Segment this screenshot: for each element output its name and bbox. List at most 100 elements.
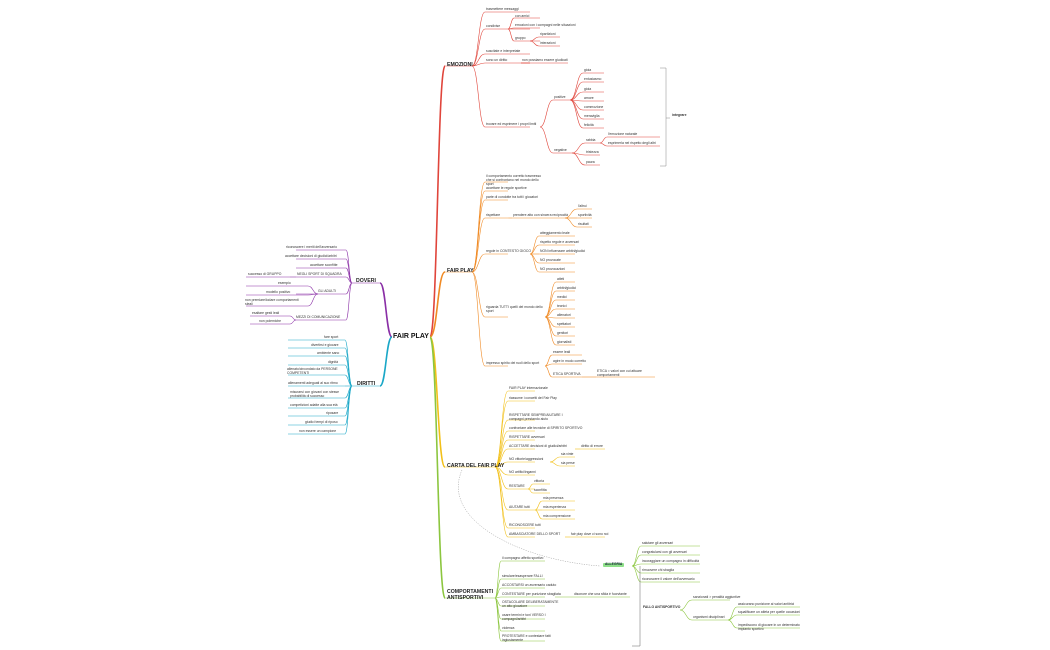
node[interactable]: riguarda TUTTI quelli del mondo dello sp… bbox=[486, 305, 543, 313]
node[interactable]: commozione bbox=[584, 105, 604, 109]
node[interactable]: entusiasmo bbox=[584, 77, 602, 81]
node[interactable]: assicurano punizione ai valori antitrici bbox=[738, 602, 795, 606]
node[interactable]: giornalisti bbox=[557, 340, 572, 344]
node[interactable]: NEGLI SPORT DI SQUADRA bbox=[297, 272, 342, 276]
node[interactable]: MEZZI DI COMUNICAZIONE bbox=[296, 315, 341, 319]
node[interactable]: gruppo bbox=[515, 36, 526, 40]
node[interactable]: agire in modo corretto bbox=[553, 359, 586, 363]
node[interactable]: interazioni bbox=[540, 41, 556, 45]
node[interactable]: accettare sconfitte bbox=[310, 263, 338, 267]
node[interactable]: NO provocazioni bbox=[540, 267, 566, 271]
node[interactable]: allenato/circondato da PERSONE COMPETENT… bbox=[287, 367, 338, 375]
node[interactable]: sanzionati > penalità aggiuntive bbox=[693, 595, 741, 599]
node[interactable]: AMBASCIATORE DELLO SPORT bbox=[509, 532, 561, 536]
node[interactable]: allenatori bbox=[557, 313, 571, 317]
node[interactable]: ripartizioni bbox=[540, 32, 556, 36]
node[interactable]: emozioni con i compagni nelle situazioni bbox=[515, 23, 576, 27]
root-node[interactable]: FAIR PLAY bbox=[393, 333, 429, 340]
node[interactable]: con amici bbox=[515, 14, 530, 18]
node[interactable]: non premiare/lodare comportamenti sleali bbox=[245, 298, 299, 306]
node[interactable]: modello positivo bbox=[266, 290, 291, 294]
node[interactable]: mia esperienza bbox=[543, 505, 566, 509]
node[interactable]: ACCETTARE decisioni di giudici/arbitri bbox=[509, 444, 567, 448]
node[interactable]: genitori bbox=[557, 331, 569, 335]
node[interactable]: FAIR PLAY internazionale bbox=[509, 386, 548, 390]
node[interactable]: sconfitta bbox=[534, 488, 547, 492]
allegria-node[interactable]: ALLEGRIA bbox=[603, 562, 625, 567]
node[interactable]: riconoscere il valore dell'avversario bbox=[642, 577, 695, 581]
node[interactable]: mia comprensione bbox=[543, 514, 571, 518]
node[interactable]: fair play dove ci sono noi bbox=[571, 532, 609, 536]
node[interactable]: simulare/esasperare FALLI bbox=[502, 574, 543, 578]
node[interactable]: NO artifici/inganni bbox=[509, 470, 536, 474]
node[interactable]: positive bbox=[554, 95, 566, 99]
node[interactable]: dignità bbox=[328, 360, 338, 364]
node[interactable]: riposare bbox=[326, 411, 339, 415]
node[interactable]: prendere atto con sincera reciprocità bbox=[513, 213, 569, 217]
node[interactable]: riconoscere i meriti dell'avversario bbox=[286, 245, 337, 249]
node[interactable]: medici bbox=[557, 295, 567, 299]
node[interactable]: PROTESTARE e contestare fatti ingiustame… bbox=[502, 634, 551, 642]
node[interactable]: salutare gli avversari bbox=[642, 541, 674, 545]
node[interactable]: parte di condotte tra tutti i giocatori bbox=[486, 195, 539, 199]
node[interactable]: successo di GRUPPO bbox=[248, 272, 282, 276]
branch-fairplay[interactable]: FAIR PLAY bbox=[447, 268, 474, 274]
node[interactable]: gioia bbox=[584, 68, 592, 72]
node[interactable]: disonore che una sfida è fuorviante bbox=[574, 592, 627, 596]
node[interactable]: atteggiamento leale bbox=[540, 231, 570, 235]
node[interactable]: paura bbox=[586, 160, 595, 164]
node[interactable]: atleti bbox=[557, 277, 565, 281]
branch-emozioni[interactable]: EMOZIONI bbox=[447, 62, 473, 68]
node[interactable]: misurarsi con giovani con stesse probabi… bbox=[290, 390, 339, 398]
integrare-label[interactable]: integrare bbox=[672, 113, 687, 117]
branch-carta[interactable]: CARTA DEL FAIR PLAY bbox=[447, 463, 505, 469]
node[interactable]: OSTACOLARE DELIBERATAMENTE un atto gioca… bbox=[502, 600, 559, 608]
node[interactable]: ACCOSTARSI un avversario caduto bbox=[502, 583, 557, 587]
node[interactable]: trovare ed esprimere i propri limiti bbox=[486, 122, 537, 126]
node[interactable]: AIUTARE tutti bbox=[509, 505, 530, 509]
node[interactable]: mia presenza bbox=[543, 496, 564, 500]
branch-diritti[interactable]: DIRITTI bbox=[357, 381, 376, 387]
node[interactable]: sono un diritto bbox=[486, 58, 508, 62]
node[interactable]: ETICA = valori con cui attuare comportam… bbox=[597, 369, 642, 377]
node[interactable]: sia vinte bbox=[561, 452, 574, 456]
node[interactable]: competizioni adatte alla sua età bbox=[290, 403, 338, 407]
node[interactable]: sia perse bbox=[561, 461, 575, 465]
node[interactable]: l'emozione naturale bbox=[608, 132, 638, 136]
node[interactable]: rispettare bbox=[486, 213, 501, 217]
node[interactable]: condivise bbox=[486, 24, 501, 28]
node[interactable]: gioia bbox=[584, 87, 592, 91]
node[interactable]: negative bbox=[554, 148, 567, 152]
node[interactable]: giudici tempi di riposo bbox=[305, 420, 338, 424]
branch-comportamenti[interactable]: COMPORTAMENTI ANTISPORTIVI bbox=[447, 589, 494, 601]
node[interactable]: RISPETTARE SEMPRE/AIUTARE I compagni pre… bbox=[509, 413, 563, 421]
node[interactable]: tecnici bbox=[557, 304, 567, 308]
node[interactable]: risultati bbox=[578, 222, 589, 226]
node[interactable]: suscitate e interpretate bbox=[486, 49, 521, 53]
node[interactable]: felicità bbox=[584, 123, 594, 127]
node[interactable]: il comportamento corretto trasmesso che … bbox=[486, 174, 542, 186]
node[interactable]: congratularsi con gli avversari bbox=[642, 550, 687, 554]
node[interactable]: amore bbox=[584, 96, 594, 100]
node[interactable]: NO vittorie/aggressioni bbox=[509, 457, 544, 461]
node[interactable]: RESTARE bbox=[509, 484, 525, 488]
node[interactable]: rabbia bbox=[586, 138, 596, 142]
fallo-antisportivo-node[interactable]: FALLO ANTISPORTIVO bbox=[643, 605, 681, 609]
node[interactable]: divertirsi e giocare bbox=[311, 343, 339, 347]
node[interactable]: arbitri/giudici bbox=[557, 286, 577, 290]
node[interactable]: impresso spirito dei ruoli dello sport bbox=[486, 361, 540, 365]
node[interactable]: meraviglia bbox=[584, 114, 600, 118]
node[interactable]: ETICA SPORTIVA bbox=[553, 372, 581, 376]
node[interactable]: essere leali bbox=[553, 350, 571, 354]
node[interactable]: non possiamo essere giudicati bbox=[522, 58, 568, 62]
node[interactable]: squalificare un atleta per quelle occasi… bbox=[738, 610, 801, 614]
node[interactable]: l'altrui bbox=[578, 204, 587, 208]
node[interactable]: confrontare alle tecniche di SPIRITO SPO… bbox=[509, 426, 583, 430]
node[interactable]: accettare le regole sportive bbox=[486, 186, 527, 190]
node[interactable]: impediscono di giocare in un determinato… bbox=[738, 623, 800, 631]
node[interactable]: vittoria bbox=[534, 479, 544, 483]
node[interactable]: accettare decisioni di giudici/arbitri bbox=[285, 254, 337, 258]
node[interactable]: organismi disciplinari bbox=[693, 615, 725, 619]
node[interactable]: ambiente sano bbox=[317, 351, 340, 355]
node[interactable]: esempio bbox=[278, 281, 291, 285]
